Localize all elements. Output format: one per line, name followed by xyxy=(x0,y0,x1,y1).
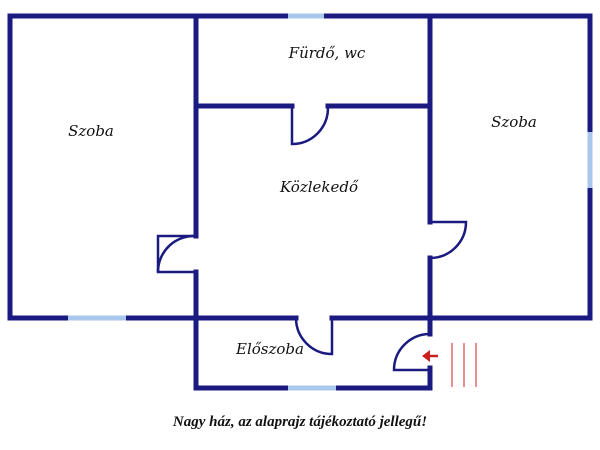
room-label-right-room: Szoba xyxy=(491,113,537,131)
door-left-room-swing xyxy=(156,234,197,273)
plan-caption: Nagy ház, az alaprajz tájékoztató jelleg… xyxy=(172,414,428,430)
doors xyxy=(156,106,468,372)
windows xyxy=(68,13,593,391)
room-label-corridor: Közlekedő xyxy=(279,178,359,196)
room-label-bathroom: Fürdő, wc xyxy=(288,44,366,62)
door-hall xyxy=(294,317,334,356)
door-entrance xyxy=(392,332,431,372)
door-left-room xyxy=(156,234,196,274)
room-label-left-room: Szoba xyxy=(68,122,114,140)
room-label-hall: Előszoba xyxy=(236,340,304,358)
entrance-arrow-icon xyxy=(422,350,430,362)
entrance-marker xyxy=(422,343,477,387)
door-right-room xyxy=(429,220,468,260)
door-bathroom xyxy=(290,106,330,146)
